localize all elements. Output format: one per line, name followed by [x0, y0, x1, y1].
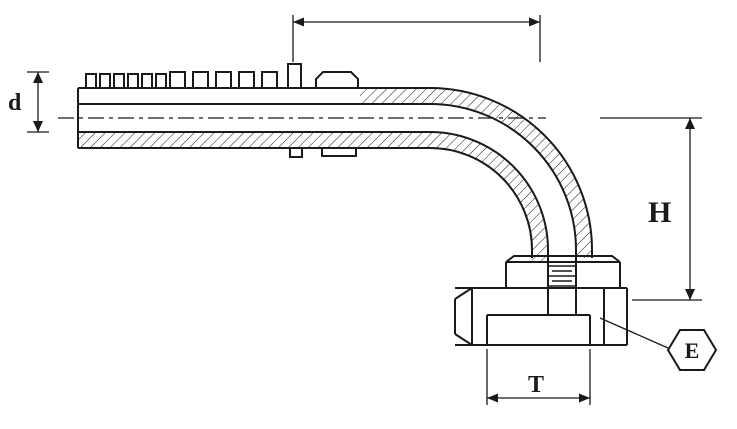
barb-tooth-wide — [192, 71, 209, 89]
collar-bevel — [505, 255, 621, 263]
barb-tooth — [141, 73, 153, 89]
thread-lines — [548, 265, 576, 287]
e-label: E — [685, 338, 700, 363]
hex-nut — [454, 287, 628, 346]
dimension-H: H — [600, 117, 702, 301]
dimension-d: d — [8, 71, 49, 133]
barb-tooth — [113, 73, 125, 89]
bore-top-profile — [78, 103, 577, 288]
swivel-collar — [505, 255, 621, 288]
outer-top-profile — [78, 87, 593, 258]
barb-tooth — [85, 73, 97, 89]
arrowhead-right — [529, 17, 540, 27]
barb-tooth — [155, 73, 167, 89]
barb-tooth-wide — [261, 71, 278, 89]
upper-wall-hatch — [360, 88, 592, 258]
callout-E: E — [599, 317, 718, 371]
hose-barb-serrations — [85, 63, 359, 158]
crimp-collar-top — [315, 71, 359, 89]
dimension-T: T — [486, 349, 591, 405]
crimp-collar-bottom — [321, 147, 357, 157]
h-label: H — [648, 196, 671, 229]
lower-wall-hatch — [78, 132, 548, 262]
nut-left-bottom-chamfer — [454, 333, 473, 346]
barb-tooth-wide — [215, 71, 232, 89]
arrowhead-up — [33, 72, 43, 83]
outer-bottom-profile — [78, 147, 533, 258]
section-hatching — [78, 88, 592, 262]
d-label: d — [8, 90, 22, 116]
hexagon-symbol — [666, 329, 718, 371]
barb-tooth — [99, 73, 111, 89]
e-leader-line — [599, 317, 669, 349]
arrowhead-left — [293, 17, 304, 27]
dimension-top-length — [292, 15, 541, 62]
barb-tooth-wide — [238, 71, 255, 89]
t-label: T — [528, 372, 544, 398]
nut-left-top-chamfer — [454, 287, 473, 300]
arrowhead-down — [33, 121, 43, 132]
arrowhead-down — [685, 289, 695, 300]
arrowhead-right — [579, 393, 590, 403]
stop-rib — [287, 63, 302, 89]
barb-tooth — [127, 73, 139, 89]
stop-rib-bottom — [289, 147, 303, 158]
bore-bottom-profile — [78, 131, 549, 288]
elbow-body-outline — [77, 87, 593, 288]
barb-tooth-wide — [169, 71, 186, 89]
arrowhead-up — [685, 118, 695, 129]
arrowhead-left — [487, 393, 498, 403]
